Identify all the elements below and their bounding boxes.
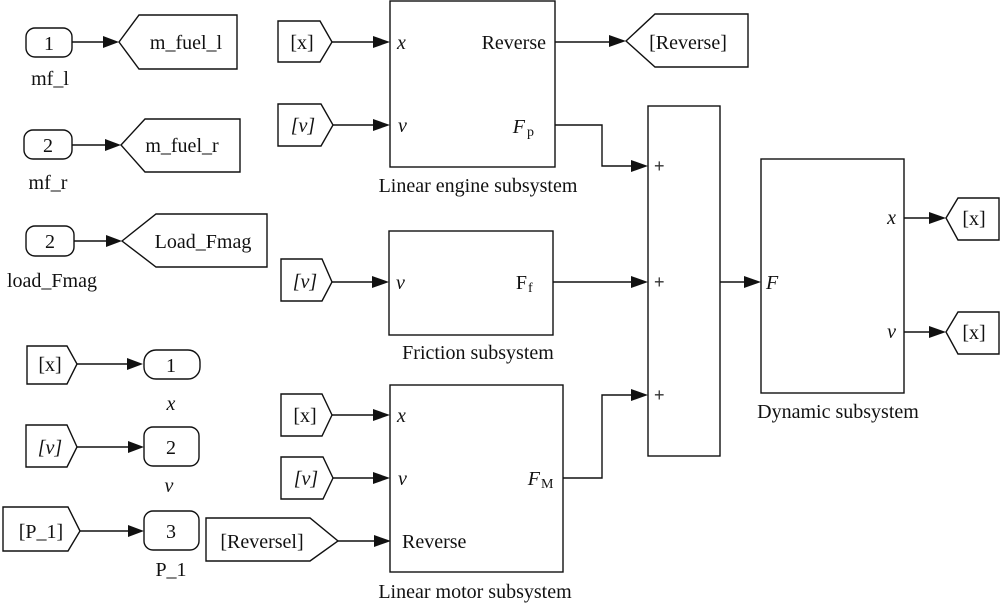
arrow-head xyxy=(929,212,946,224)
signal-line xyxy=(555,124,632,167)
port-v: v xyxy=(887,321,896,343)
port-x: x xyxy=(886,207,896,229)
arrow-head xyxy=(929,326,946,338)
arrow-head xyxy=(631,160,648,172)
port-reverse: Reverse xyxy=(482,32,547,54)
port-fm-subscript: M xyxy=(541,477,554,492)
port-f: F xyxy=(765,272,779,294)
motor-subsystem-label: Linear motor subsystem xyxy=(378,581,572,603)
inport-number: 1 xyxy=(44,33,54,55)
from-v-engine[interactable]: [v] xyxy=(277,103,334,147)
outport-v[interactable]: 2 xyxy=(143,426,200,467)
inport-mf-l[interactable]: 1 xyxy=(25,27,73,58)
arrow-head xyxy=(373,409,390,421)
goto-m-fuel-l[interactable]: m_fuel_l xyxy=(118,14,238,70)
outport-x[interactable]: 1 xyxy=(143,349,201,380)
goto-load-fmag[interactable]: Load_Fmag xyxy=(120,213,268,268)
port-fm: F xyxy=(527,468,541,490)
outport-number: 1 xyxy=(166,355,176,377)
from-tag: [x] xyxy=(293,405,316,427)
outport-label: P_1 xyxy=(155,559,186,581)
dynamic-subsystem-label: Dynamic subsystem xyxy=(757,401,919,423)
outport-number: 2 xyxy=(166,437,176,459)
inport-number: 2 xyxy=(43,135,53,157)
goto-m-fuel-r[interactable]: m_fuel_r xyxy=(120,118,241,173)
friction-subsystem[interactable]: v F f xyxy=(388,230,554,336)
goto-tag: [x] xyxy=(962,208,985,230)
linear-engine-subsystem[interactable]: x v Reverse F p xyxy=(389,0,556,168)
port-ff-subscript: f xyxy=(528,281,533,296)
from-v[interactable]: [v] xyxy=(25,424,78,468)
arrow-head xyxy=(106,235,122,247)
port-v: v xyxy=(398,115,407,137)
goto-tag: [Reverse] xyxy=(649,32,727,54)
goto-tag: [x] xyxy=(962,322,985,344)
sum-sign: + xyxy=(654,156,665,176)
arrow-head xyxy=(128,525,144,537)
from-x-motor[interactable]: [x] xyxy=(280,393,333,437)
arrow-head xyxy=(374,535,391,547)
port-x: x xyxy=(396,405,406,427)
goto-tag: Load_Fmag xyxy=(155,231,252,253)
dynamic-subsystem[interactable]: F x v xyxy=(760,158,905,394)
sum-sign: + xyxy=(654,385,665,405)
port-reverse: Reverse xyxy=(402,531,467,553)
arrow-head xyxy=(105,139,121,151)
from-tag: [x] xyxy=(290,32,313,54)
arrow-head xyxy=(373,36,390,48)
from-v-motor[interactable]: [v] xyxy=(280,456,334,500)
arrow-head xyxy=(103,36,119,48)
from-tag: [v] xyxy=(294,468,318,490)
sum-sign: + xyxy=(654,272,665,292)
port-fp-subscript: p xyxy=(527,125,534,140)
sum-block[interactable]: + + + xyxy=(647,105,721,457)
from-v-friction[interactable]: [v] xyxy=(280,258,333,302)
from-tag: [v] xyxy=(293,271,317,293)
goto-tag: m_fuel_l xyxy=(150,32,223,54)
port-v: v xyxy=(396,272,405,294)
arrow-head xyxy=(127,358,143,370)
linear-motor-subsystem[interactable]: x v Reverse F M xyxy=(389,384,564,573)
goto-v-dyn[interactable]: [x] xyxy=(945,311,1000,355)
port-ff: F xyxy=(516,272,527,294)
from-tag: [x] xyxy=(38,354,61,376)
engine-subsystem-label: Linear engine subsystem xyxy=(379,175,578,197)
port-fp: F xyxy=(512,116,526,138)
inport-mf-r[interactable]: 2 xyxy=(23,129,73,160)
goto-reverse[interactable]: [Reverse] xyxy=(624,13,749,68)
outport-p-1[interactable]: 3 xyxy=(143,510,200,551)
from-reversel[interactable]: [Reversel] xyxy=(205,517,340,562)
signal-line xyxy=(563,394,632,479)
outport-label: x xyxy=(166,393,176,415)
arrow-head xyxy=(631,276,648,288)
from-x[interactable]: [x] xyxy=(26,345,78,385)
from-tag: [Reversel] xyxy=(220,531,303,553)
inport-label: mf_r xyxy=(29,172,68,194)
port-x: x xyxy=(396,32,406,54)
goto-x-dyn[interactable]: [x] xyxy=(945,197,1000,241)
outport-label: v xyxy=(165,475,174,497)
from-p-1[interactable]: [P_1] xyxy=(2,506,81,552)
friction-subsystem-label: Friction subsystem xyxy=(402,342,554,364)
from-tag: [v] xyxy=(38,437,62,459)
from-tag: [P_1] xyxy=(19,521,63,543)
arrow-head xyxy=(373,119,390,131)
outport-number: 3 xyxy=(166,521,176,543)
arrow-head xyxy=(609,35,626,47)
from-x-engine[interactable]: [x] xyxy=(277,20,333,63)
arrow-head xyxy=(744,276,761,288)
inport-load-fmag[interactable]: 2 xyxy=(25,225,75,257)
arrow-head xyxy=(372,276,389,288)
port-v: v xyxy=(398,468,407,490)
arrow-head xyxy=(631,389,648,401)
inport-label: load_Fmag xyxy=(7,270,97,292)
inport-number: 2 xyxy=(45,231,55,253)
inport-label: mf_l xyxy=(31,68,69,90)
arrow-head xyxy=(373,472,390,484)
goto-tag: m_fuel_r xyxy=(145,135,219,157)
from-tag: [v] xyxy=(291,115,315,137)
arrow-head xyxy=(128,441,144,453)
